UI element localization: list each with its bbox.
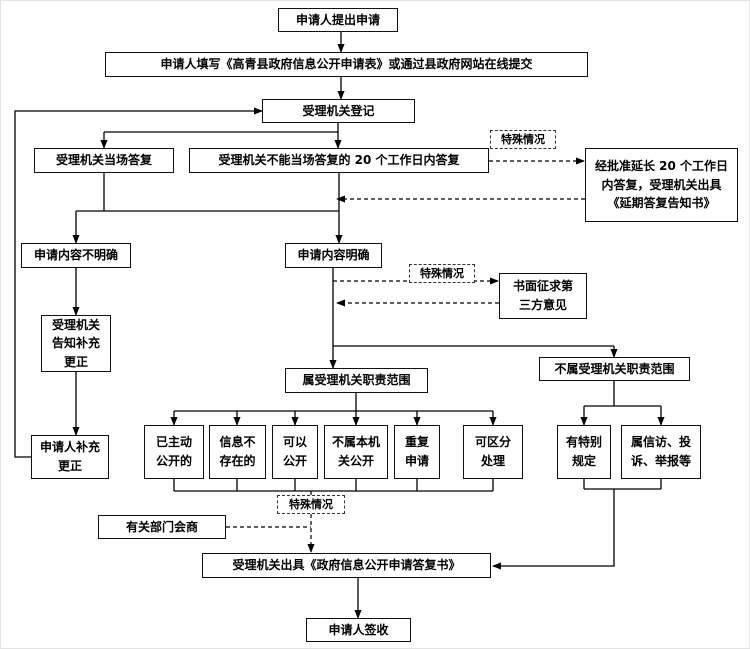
node-content-clear: 申请内容明确 — [285, 243, 382, 268]
node-fill-application-form: 申请人填写《高青县政府信息公开申请表》或通过县政府网站在线提交 — [105, 52, 588, 77]
node-reply-within-20-days: 受理机关不能当场答复的 20 个工作日内答复 — [189, 148, 489, 173]
node-extension-notice: 经批准延长 20 个工作日 内答复，受理机关出具 《延期答复告知书》 — [585, 148, 738, 222]
node-applicant-sign: 申请人签收 — [306, 618, 411, 642]
node-separable-handling: 可区分 处理 — [463, 425, 523, 479]
connector-lines-solid — [14, 32, 665, 619]
node-repeat-application: 重复 申请 — [394, 425, 440, 479]
node-register: 受理机关登记 — [262, 99, 415, 123]
node-applicant-supplement: 申请人补充 更正 — [31, 435, 109, 479]
node-special-case-2: 特殊情况 — [409, 264, 475, 283]
node-within-authority-scope: 属受理机关职责范围 — [285, 368, 428, 393]
node-special-case-1: 特殊情况 — [490, 130, 556, 149]
node-department-consultation: 有关部门会商 — [98, 515, 226, 539]
node-can-disclose: 可以 公开 — [272, 425, 318, 479]
node-notify-supplement: 受理机关 告知补充 更正 — [41, 315, 111, 372]
node-issue-reply-document: 受理机关出具《政府信息公开申请答复书》 — [202, 553, 491, 578]
connector-lines-dashed — [226, 157, 585, 553]
node-not-this-authority: 不属本机 关公开 — [324, 425, 388, 479]
node-outside-authority-scope: 不属受理机关职责范围 — [539, 357, 690, 381]
node-already-published: 已主动 公开的 — [144, 425, 204, 479]
node-content-unclear: 申请内容不明确 — [21, 243, 131, 268]
node-applicant-submit: 申请人提出申请 — [278, 8, 398, 32]
node-onspot-reply: 受理机关当场答复 — [34, 148, 174, 173]
node-special-provisions: 有特别 规定 — [557, 425, 611, 479]
node-special-case-3: 特殊情况 — [277, 495, 345, 514]
node-petition-complaint: 属信访、投 诉、举报等 — [621, 425, 701, 479]
node-info-not-exist: 信息不 存在的 — [209, 425, 266, 479]
node-third-party-opinion: 书面征求第 三方意见 — [499, 273, 587, 319]
